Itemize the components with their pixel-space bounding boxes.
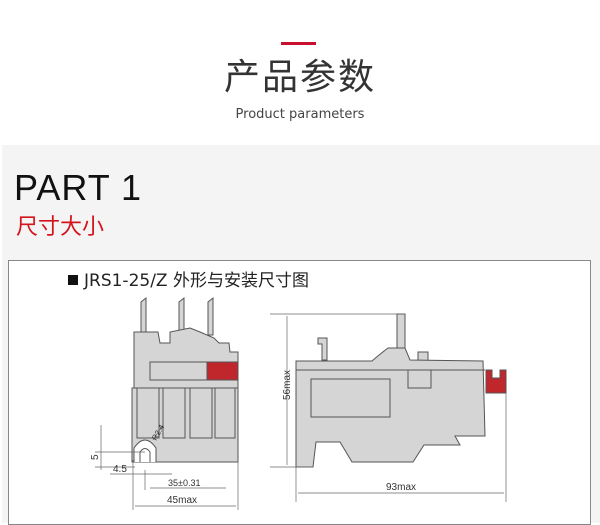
- front-view: [131, 296, 239, 463]
- part-subheading: 尺寸大小: [16, 215, 105, 240]
- drawing-title-text: JRS1-25/Z 外形与安装尺寸图: [84, 271, 309, 291]
- part-heading: PART 1: [14, 167, 143, 208]
- dim-width-front: 45max: [167, 495, 197, 506]
- drawing-title: JRS1-25/Z 外形与安装尺寸图: [68, 270, 309, 292]
- dim-offset: 4.5: [113, 464, 127, 475]
- bullet-square-icon: [68, 275, 78, 285]
- dim-height-side: 56max: [282, 370, 293, 400]
- side-view: [295, 313, 507, 468]
- accent-line: [281, 42, 316, 45]
- page-subtitle: Product parameters: [235, 107, 365, 122]
- page-title: 产品参数: [223, 57, 376, 98]
- front-view-dimensions: [95, 424, 239, 510]
- dim-height-5: 5: [90, 454, 101, 460]
- dim-width-side: 93max: [386, 482, 416, 493]
- dim-spacing: 35±0.31: [168, 478, 200, 488]
- side-view-dimensions: [270, 313, 507, 502]
